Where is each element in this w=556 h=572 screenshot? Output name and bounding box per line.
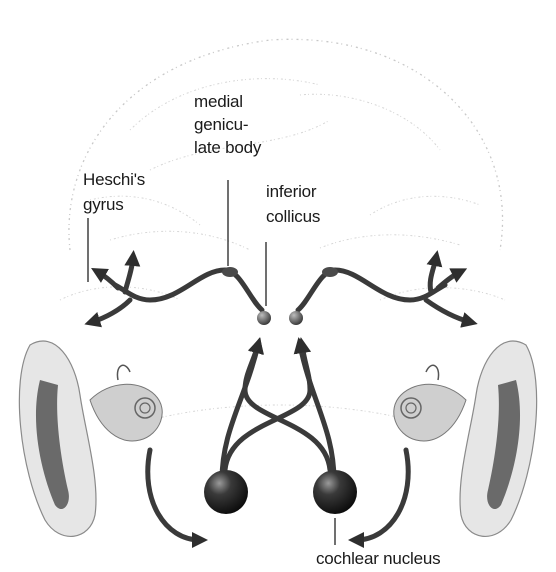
right-medial-geniculate-body: [322, 267, 338, 277]
inferior-colliculus-label-line-2: collicus: [266, 207, 320, 226]
left-inferior-colliculus: [257, 311, 271, 325]
left-colliculus-to-cortex-path: [115, 270, 262, 310]
left-cochlear-nucleus: [204, 470, 248, 514]
left-ear-to-nucleus-arrow: [148, 450, 200, 540]
labels: medial genicu- late body Heschi's gyrus …: [83, 92, 440, 568]
heschis-gyrus-label-line-1: Heschi's: [83, 170, 145, 189]
right-ear-illustration: [394, 341, 537, 536]
right-cortex-arrow-down: [426, 300, 470, 322]
right-inferior-colliculus: [289, 311, 303, 325]
right-cortex-arrow-up: [430, 258, 436, 292]
medial-geniculate-label-line-1: medial: [194, 92, 243, 111]
left-ear-illustration: [19, 341, 162, 536]
left-cortex-arrow-up: [125, 258, 133, 292]
left-medial-geniculate-body: [222, 267, 238, 277]
heschis-gyrus-label-line-2: gyrus: [83, 195, 124, 214]
right-cochlear-nucleus: [313, 470, 357, 514]
inferior-colliculus-label-line-1: inferior: [266, 182, 317, 201]
right-colliculus-to-cortex-path: [298, 270, 445, 310]
right-cortex-arrow-right: [438, 272, 460, 288]
head-outline: [60, 39, 505, 420]
medial-geniculate-label-line-3: late body: [194, 138, 262, 157]
left-cortex-arrow-down: [92, 300, 130, 322]
left-cortex-arrow-left: [98, 272, 118, 288]
cochlear-nucleus-label: cochlear nucleus: [316, 549, 440, 568]
right-ear-to-nucleus-arrow: [356, 450, 408, 540]
nuclei: [204, 267, 357, 514]
medial-geniculate-label-line-2: genicu-: [194, 115, 248, 134]
